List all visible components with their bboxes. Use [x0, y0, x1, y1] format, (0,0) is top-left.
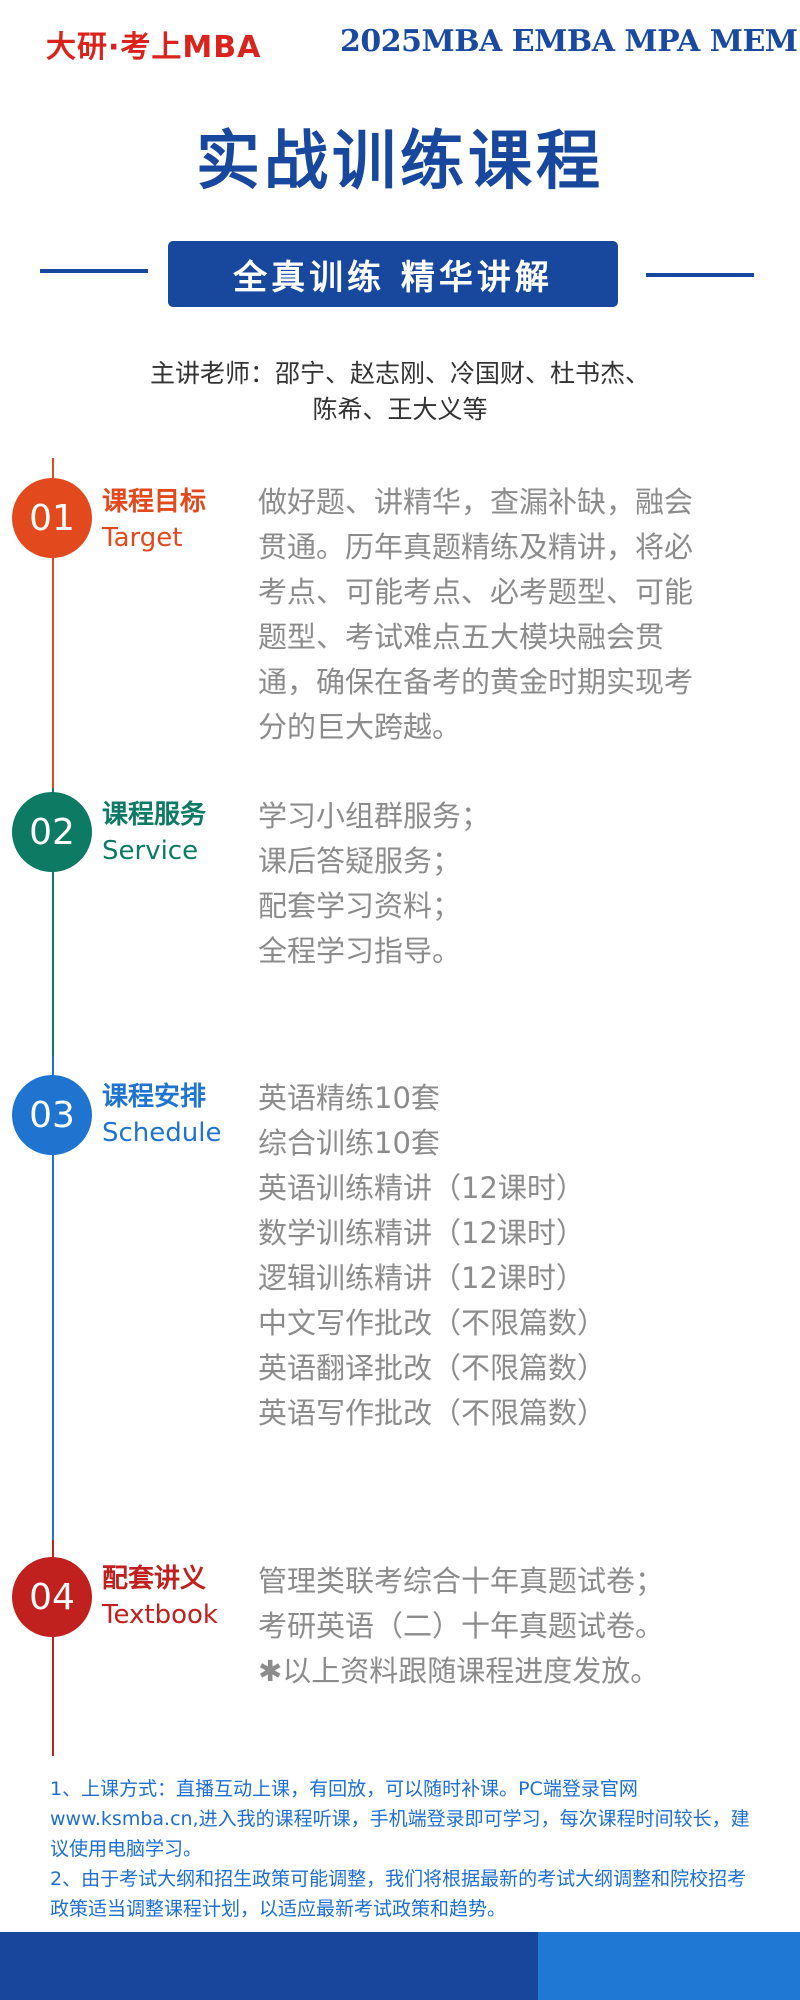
section-title-zh: 课程服务	[102, 800, 207, 830]
section-content: 学习小组群服务； 课后答疑服务； 配套学习资料； 全程学习指导。	[258, 794, 728, 974]
section-number: 04	[12, 1557, 92, 1637]
content-line: 英语翻译批改（不限篇数）	[258, 1351, 607, 1385]
content-line: 通，确保在备考的黄金时期实现考	[258, 665, 694, 699]
page-title: 实战训练课程	[196, 124, 604, 199]
section-number: 01	[12, 478, 92, 558]
teachers-line-2: 陈希、王大义等	[312, 395, 488, 424]
content-line: 全程学习指导。	[258, 934, 462, 968]
teachers: 主讲老师：邵宁、赵志刚、冷国财、杜书杰、 陈希、王大义等	[100, 356, 700, 428]
note-2: 2、由于考试大纲和招生政策可能调整，我们将根据最新的考试大纲调整和院校招考政策适…	[50, 1868, 747, 1920]
content-line: 考研英语（二）十年真题试卷。	[258, 1609, 665, 1643]
section-content: 英语精练10套 综合训练10套 英语训练精讲（12课时） 数学训练精讲（12课时…	[258, 1076, 728, 1436]
section-label: 课程服务 Service	[102, 797, 206, 869]
content-line: 英语写作批改（不限篇数）	[258, 1396, 607, 1430]
section-title-zh: 配套讲义	[102, 1564, 207, 1594]
section-title-zh: 课程目标	[102, 487, 207, 517]
section-title-en: Textbook	[102, 1600, 218, 1630]
content-line: 分的巨大跨越。	[258, 710, 462, 744]
section-content: 做好题、讲精华，查漏补缺，融会 贯通。历年真题精练及精讲，将必 考点、可能考点、…	[258, 480, 728, 750]
content-line: 英语精练10套	[258, 1081, 440, 1115]
content-line: 综合训练10套	[258, 1126, 440, 1160]
content-line: 学习小组群服务；	[258, 799, 491, 833]
content-line: 考点、可能考点、必考题型、可能	[258, 575, 694, 609]
section-number: 03	[12, 1075, 92, 1155]
timeline-segment-textbook	[52, 1540, 54, 1756]
content-line: 中文写作批改（不限篇数）	[258, 1306, 607, 1340]
timeline-segment-service	[52, 788, 54, 1056]
content-line: 贯通。历年真题精练及精讲，将必	[258, 530, 694, 564]
banner: 全真训练 精华讲解	[168, 241, 618, 307]
section-title-en: Target	[102, 523, 183, 553]
section-label: 配套讲义 Textbook	[102, 1561, 218, 1633]
timeline-segment-schedule	[52, 1056, 54, 1540]
content-line: 英语训练精讲（12课时）	[258, 1171, 585, 1205]
section-content: 管理类联考综合十年真题试卷； 考研英语（二）十年真题试卷。 ✱以上资料跟随课程进…	[258, 1559, 728, 1694]
teachers-line-1: 主讲老师：邵宁、赵志刚、冷国财、杜书杰、	[149, 359, 650, 388]
content-line: 数学训练精讲（12课时）	[258, 1216, 585, 1250]
timeline-segment-target	[52, 458, 54, 788]
content-line: 管理类联考综合十年真题试卷；	[258, 1564, 665, 1598]
footer-bar-dark	[0, 1932, 538, 2000]
program-list: 2025MBA EMBA MPA MEM	[340, 24, 798, 59]
notes: 1、上课方式：直播互动上课，有回放，可以随时补课。PC端登录官网www.ksmb…	[50, 1774, 750, 1924]
banner-line-left	[40, 269, 148, 273]
section-number: 02	[12, 792, 92, 872]
content-line: 做好题、讲精华，查漏补缺，融会	[258, 485, 694, 519]
brand-logo: 大研·考上MBA	[46, 30, 262, 65]
section-title-en: Schedule	[102, 1118, 222, 1148]
content-line: 配套学习资料；	[258, 889, 462, 923]
banner-line-right	[646, 273, 754, 277]
section-label: 课程目标 Target	[102, 484, 206, 556]
content-line: 逻辑训练精讲（12课时）	[258, 1261, 585, 1295]
footer-bar-light	[538, 1932, 800, 2000]
section-label: 课程安排 Schedule	[102, 1079, 221, 1151]
section-title-en: Service	[102, 836, 199, 866]
note-1: 1、上课方式：直播互动上课，有回放，可以随时补课。PC端登录官网www.ksmb…	[50, 1778, 750, 1860]
content-line: 课后答疑服务；	[258, 844, 462, 878]
section-title-zh: 课程安排	[102, 1082, 207, 1112]
content-line: ✱以上资料跟随课程进度发放。	[258, 1654, 660, 1688]
content-line: 题型、考试难点五大模块融会贯	[258, 620, 665, 654]
